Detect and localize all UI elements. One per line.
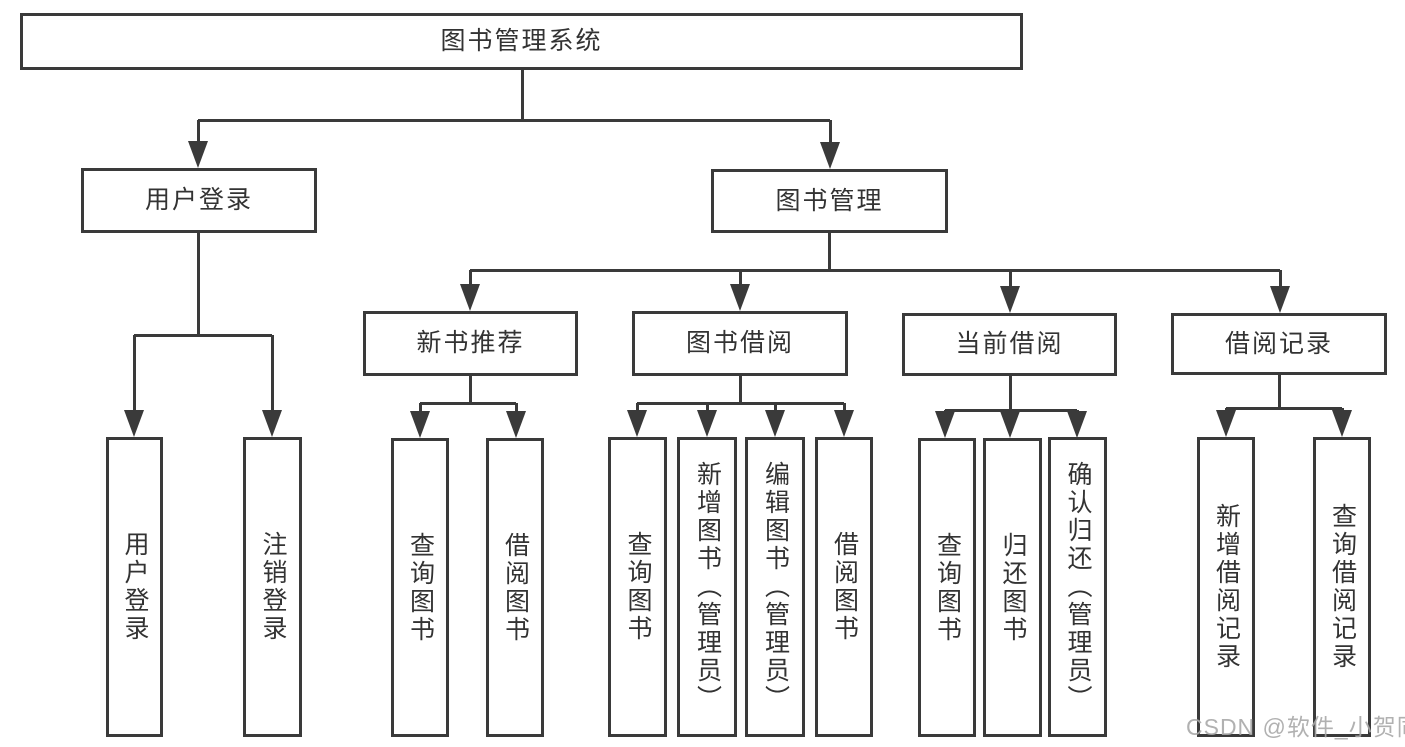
leaf-label: 新增图书（管理员） [693,461,722,713]
connector-line [1008,376,1012,411]
connector-line [470,268,1280,272]
arrowhead-down-icon [1270,286,1290,313]
leaf-label: 用户登录 [121,531,149,643]
arrowhead-down-icon [765,410,785,437]
leaf-query-books-3: 查询图书 [918,438,976,737]
connector-line [468,270,472,289]
leaf-label: 借阅图书 [830,531,859,643]
connector-line [842,403,846,415]
arrowhead-down-icon [262,410,282,437]
leaf-edit-book-admin: 编辑图书（管理员） [745,437,805,737]
leaf-label: 查询借阅记录 [1328,503,1357,671]
connector-line [132,335,136,414]
leaf-add-book-admin: 新增图书（管理员） [677,437,737,737]
arrowhead-down-icon [1000,411,1020,438]
arrowhead-down-icon [188,141,208,168]
arrowhead-down-icon [460,284,480,311]
arrowhead-down-icon [820,142,840,169]
leaf-label: 借阅图书 [501,531,530,644]
connector-line [705,403,709,415]
leaf-label: 查询图书 [624,531,652,643]
connector-line [1008,270,1012,289]
node-book-management: 图书管理 [711,169,948,233]
leaf-label: 注销登录 [259,531,287,643]
connector-line [1277,375,1281,409]
connector-line [270,335,274,414]
connector-line [134,333,272,337]
arrowhead-down-icon [124,410,144,437]
arrowhead-down-icon [935,411,955,438]
arrowhead-down-icon [410,411,430,438]
node-borrow-record: 借阅记录 [1171,313,1387,375]
arrowhead-down-icon [1000,286,1020,313]
leaf-label: 查询图书 [406,531,435,644]
leaf-label: 确认归还（管理员） [1064,461,1092,713]
node-current-borrow: 当前借阅 [902,313,1117,376]
arrowhead-down-icon [627,410,647,437]
leaf-query-borrow-record: 查询借阅记录 [1313,437,1371,737]
leaf-logout: 注销登录 [243,437,302,737]
leaf-borrow-books-1: 借阅图书 [486,438,544,737]
connector-line [514,403,518,415]
leaf-borrow-books-2: 借阅图书 [815,437,873,737]
arrowhead-down-icon [1216,410,1236,437]
node-book-borrow: 图书借阅 [632,311,848,376]
leaf-user-login: 用户登录 [106,437,163,737]
leaf-label: 新增借阅记录 [1212,503,1241,671]
connector-line [196,233,200,336]
leaf-query-books-2: 查询图书 [608,437,667,737]
node-user-login: 用户登录 [81,168,317,233]
connector-line [738,376,742,404]
node-new-book-recommend: 新书推荐 [363,311,578,376]
connector-line [198,118,830,122]
leaf-label: 编辑图书（管理员） [761,461,790,713]
csdn-watermark: CSDN @软件_小贺同学 [1186,714,1405,740]
connector-line [635,403,639,415]
connector-line [738,270,742,289]
leaf-add-borrow-record: 新增借阅记录 [1197,437,1255,737]
connector-line [520,70,524,121]
arrowhead-down-icon [697,410,717,437]
node-root: 图书管理系统 [20,13,1023,70]
connector-line [418,403,422,415]
leaf-query-books-1: 查询图书 [391,438,449,737]
arrowhead-down-icon [834,410,854,437]
connector-line [1226,406,1342,410]
connector-line [637,401,844,405]
arrowhead-down-icon [730,284,750,311]
arrowhead-down-icon [506,411,526,438]
connector-line [420,401,516,405]
connector-line [828,120,832,147]
connector-line [1278,270,1282,289]
leaf-return-book: 归还图书 [983,438,1042,737]
connector-line [827,233,831,271]
leaf-label: 查询图书 [933,531,962,644]
arrowhead-down-icon [1332,410,1352,437]
leaf-label: 归还图书 [999,531,1027,644]
connector-line [468,376,472,404]
leaf-confirm-return-admin: 确认归还（管理员） [1048,437,1107,737]
connector-line [773,403,777,415]
arrowhead-down-icon [1067,411,1087,438]
connector-line [196,120,200,146]
